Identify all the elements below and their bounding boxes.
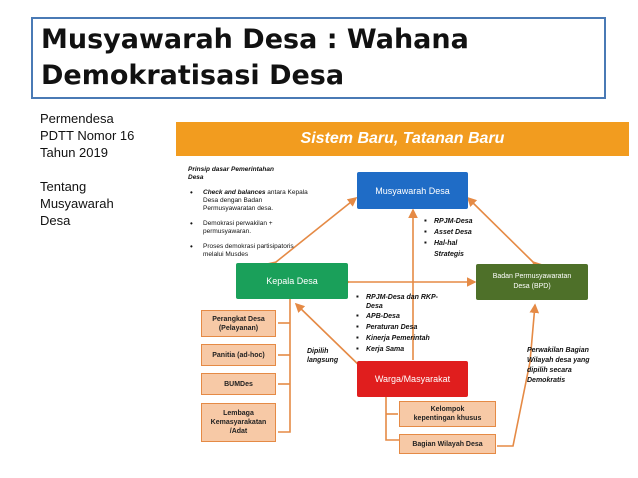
node-musyawarah-desa: Musyawarah Desa xyxy=(357,172,468,209)
kelompok-line-2: kepentingan khusus xyxy=(413,415,482,422)
side-text-line-1: Permendesa xyxy=(40,111,114,126)
box-perangkat-desa: Perangkat Desa (Pelayanan) xyxy=(201,310,276,337)
bullet-3: • xyxy=(190,242,193,251)
kepala-bullet-3: ▪ xyxy=(356,311,359,320)
perangkat-line-2: (Pelayanan) xyxy=(218,324,259,332)
kepala-bullet-5: ▪ xyxy=(356,333,359,342)
kepala-bullet-6: ▪ xyxy=(356,344,359,353)
bracket-warga-bottom xyxy=(385,397,402,441)
lembaga-line-1: Lembaga xyxy=(223,410,254,417)
musdes-bullet-1: ▪ xyxy=(424,216,427,225)
title-box: Musyawarah Desa : Wahana Demokratisasi D… xyxy=(31,17,606,99)
kepala-item-4: Peraturan Desa xyxy=(366,324,418,331)
principle-1-rest: antara Kepala xyxy=(265,189,308,196)
side-text-line-3: Tahun 2019 xyxy=(40,145,108,160)
kepala-bullet-1: ▪ xyxy=(356,292,359,301)
title-line-2: Demokratisasi Desa xyxy=(41,60,345,91)
node-bpd: Badan Permusyawaratan Desa (BPD) xyxy=(476,264,588,300)
kepala-item-3: APB-Desa xyxy=(366,313,400,320)
perwakilan-line-1: Perwakilan Bagian xyxy=(527,347,589,354)
dipilih-line-2: langsung xyxy=(307,357,339,364)
musdes-bullet-2: ▪ xyxy=(424,227,427,236)
musdes-bullet-3: ▪ xyxy=(424,238,427,247)
principles-heading-2: Desa xyxy=(188,174,204,181)
box-bumdes: BUMDes xyxy=(201,373,276,395)
kepala-item-1: RPJM-Desa dan RKP- xyxy=(366,294,438,301)
arrow-kepala-musdes xyxy=(266,197,358,271)
musdes-item-2: Asset Desa xyxy=(434,229,472,236)
principles-heading-1: Prinsip dasar Pemerintahan xyxy=(188,166,274,173)
principle-1-line-1: Check and balances antara Kepala xyxy=(203,189,308,197)
side-text-line-2: PDTT Nomor 16 xyxy=(40,128,135,143)
kepala-bullet-4: ▪ xyxy=(356,322,359,331)
arrow-bpd-musdes xyxy=(466,196,543,272)
box-lembaga: Lembaga Kemasyarakatan /Adat xyxy=(201,403,276,442)
kelompok-line-1: Kelompok xyxy=(430,406,465,413)
perwakilan-line-2: Wilayah desa yang xyxy=(527,357,590,364)
banner-title: Sistem Baru, Tatanan Baru xyxy=(300,130,505,147)
lembaga-line-3: /Adat xyxy=(229,428,248,435)
perangkat-line-1: Perangkat Desa xyxy=(212,315,265,323)
principle-1-line-3: Permusyawaratan desa. xyxy=(203,205,274,212)
side-text-line-5: Musyawarah xyxy=(40,196,114,211)
lembaga-line-2: Kemasyarakatan xyxy=(210,419,267,426)
bpd-line-2: Desa (BPD) xyxy=(513,283,551,290)
dipilih-line-1: Dipilih xyxy=(307,348,329,355)
kepala-item-6: Kerja Sama xyxy=(366,346,405,353)
side-text-line-6: Desa xyxy=(40,213,71,228)
musdes-item-1: RPJM-Desa xyxy=(434,218,473,225)
banner-background xyxy=(176,122,629,156)
side-text-line-4: Tentang xyxy=(40,179,87,194)
bpd-line-1: Badan Permusyawaratan xyxy=(492,273,572,280)
arrow-warga-kepala xyxy=(294,302,367,373)
principle-2-line-1: Demokrasi perwakilan + xyxy=(203,220,273,227)
bracket-kepala-left xyxy=(278,298,291,433)
box-panitia: Panitia (ad-hoc) xyxy=(201,344,276,366)
musdes-item-4: Strategis xyxy=(434,251,464,258)
principle-3-line-2: melalui Musdes xyxy=(203,251,249,258)
musdes-item-3: Hal-hal xyxy=(434,240,458,247)
kepala-item-5: Kinerja Pemerintah xyxy=(366,335,430,342)
principle-1-emphasis: Check and balances xyxy=(203,189,266,196)
principle-1-line-2: Desa dengan Badan xyxy=(203,197,263,204)
kepala-item-2: Desa xyxy=(366,303,383,310)
node-kepala-desa: Kepala Desa xyxy=(236,263,348,299)
arrow-bagian-bpd xyxy=(497,303,540,447)
title-line-1: Musyawarah Desa : Wahana xyxy=(41,24,469,55)
node-warga-masyarakat: Warga/Masyarakat xyxy=(357,361,468,397)
box-bagian-wilayah: Bagian Wilayah Desa xyxy=(399,434,496,454)
bullet-1: • xyxy=(190,188,193,197)
perwakilan-line-3: dipilih secara xyxy=(527,367,572,374)
box-kelompok: Kelompok kepentingan khusus xyxy=(399,401,496,427)
bullet-2: • xyxy=(190,219,193,228)
perwakilan-line-4: Demokratis xyxy=(527,377,566,384)
principle-3-line-1: Proses demokrasi partisipatoris xyxy=(203,243,294,250)
principle-2-line-2: permusyawaran. xyxy=(203,228,252,235)
